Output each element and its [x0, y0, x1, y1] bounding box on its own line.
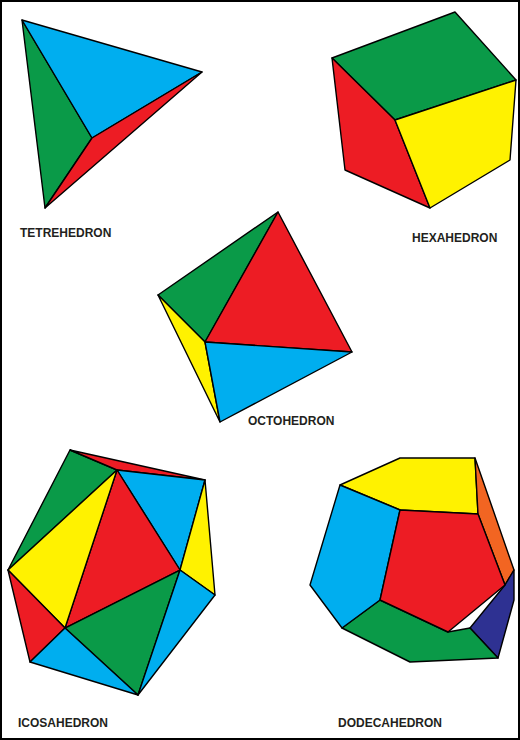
shape-name: OCTOHEDRON: [248, 415, 334, 427]
shape-name: HEXAHEDRON: [412, 232, 497, 244]
hexahedron-figure: [332, 12, 516, 208]
shape-name: TETREHEDRON: [20, 227, 111, 239]
icosahedron-figure: [8, 450, 215, 695]
shape-name: DODECAHEDRON: [338, 717, 442, 729]
octahedron-figure: [158, 212, 352, 422]
dodecahedron-figure: [310, 458, 514, 662]
shape-name: ICOSAHEDRON: [18, 717, 108, 729]
tetrahedron-figure: [22, 20, 202, 208]
